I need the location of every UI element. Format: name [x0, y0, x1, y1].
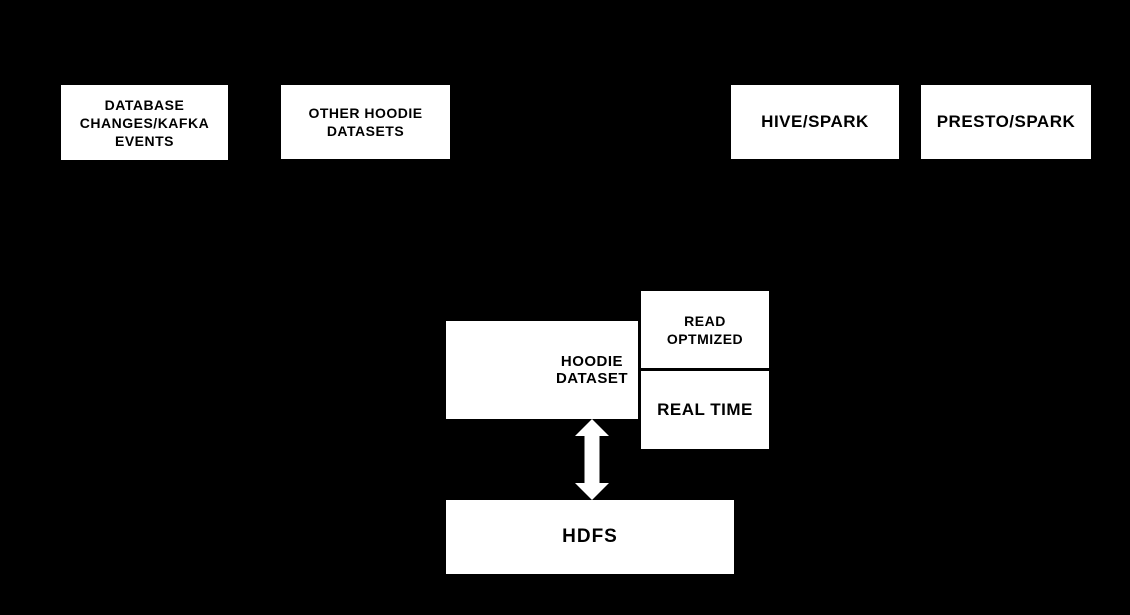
- node-hive-spark-label: HIVE/SPARK: [761, 112, 869, 131]
- node-database-changes-kafka-events: DATABASE CHANGES/KAFKA EVENTS: [61, 85, 228, 160]
- node-hdfs-label: HDFS: [562, 526, 618, 547]
- node-read-optmized: READ OPTMIZED: [641, 291, 769, 368]
- node-other-hoodie-datasets-label: OTHER HOODIE DATASETS: [308, 105, 423, 139]
- node-read-optmized-label: READ OPTMIZED: [666, 312, 744, 347]
- node-real-time-label: REAL TIME: [657, 400, 753, 419]
- node-database-changes-kafka-events-label: DATABASE CHANGES/KAFKA EVENTS: [79, 96, 210, 149]
- node-presto-spark: PRESTO/SPARK: [921, 85, 1091, 159]
- node-hdfs: HDFS: [446, 500, 734, 574]
- node-hive-spark: HIVE/SPARK: [731, 85, 899, 159]
- node-other-hoodie-datasets: OTHER HOODIE DATASETS: [281, 85, 450, 159]
- node-presto-spark-label: PRESTO/SPARK: [936, 112, 1076, 131]
- node-real-time: REAL TIME: [641, 371, 769, 449]
- node-hoodie-dataset-label: HOODIE DATASET: [555, 353, 629, 387]
- node-hoodie-dataset: HOODIE DATASET: [446, 321, 638, 419]
- bidirectional-sync-arrow-icon: [575, 419, 609, 500]
